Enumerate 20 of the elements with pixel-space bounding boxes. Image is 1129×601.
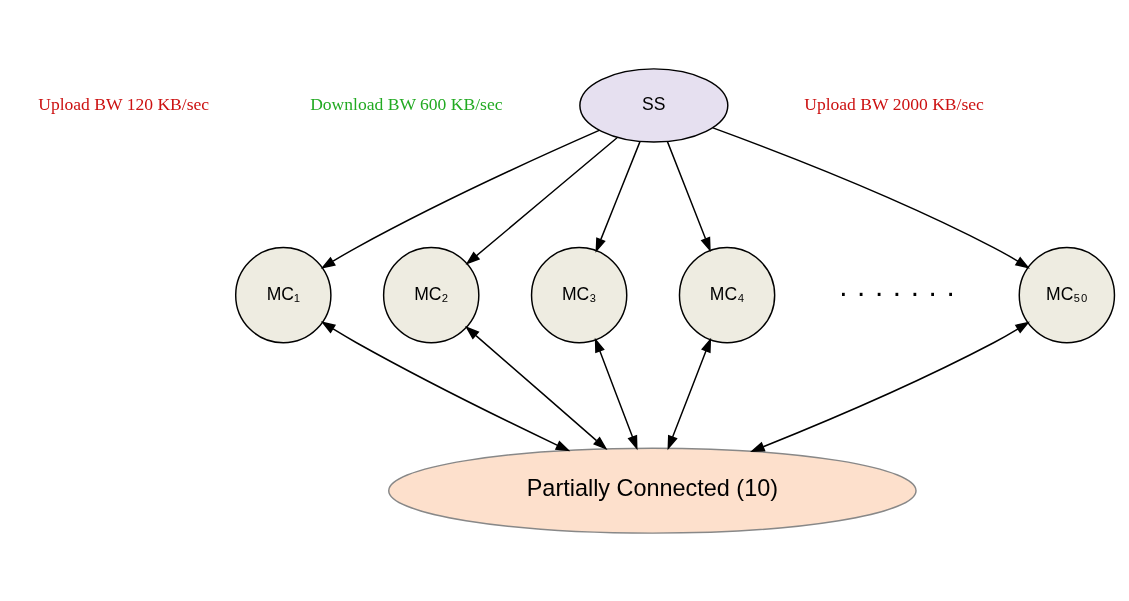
arrow <box>750 321 1030 452</box>
node-circle: MC₁ <box>234 246 332 343</box>
arrow <box>465 325 608 450</box>
arrow <box>712 126 1030 269</box>
node-circle: MC₄ <box>678 246 776 343</box>
arrow <box>465 136 618 265</box>
arrow <box>666 140 711 252</box>
arrow <box>594 337 638 450</box>
arrow <box>320 320 571 451</box>
arrow <box>595 140 641 253</box>
label: Download BW 600 KB/sec <box>310 93 503 114</box>
label: · · · · · · · <box>838 274 956 308</box>
label: Upload BW 120 KB/sec <box>38 93 210 114</box>
node-ellipse: Partially Connected (10) <box>388 446 917 534</box>
arrow <box>320 129 600 269</box>
label: Upload BW 2000 KB/sec <box>804 93 984 114</box>
arrow <box>667 337 712 450</box>
node-circle: MC₅₀ <box>1018 246 1116 343</box>
node-circle: MC₃ <box>530 246 628 343</box>
node-ellipse: SS <box>579 67 729 143</box>
